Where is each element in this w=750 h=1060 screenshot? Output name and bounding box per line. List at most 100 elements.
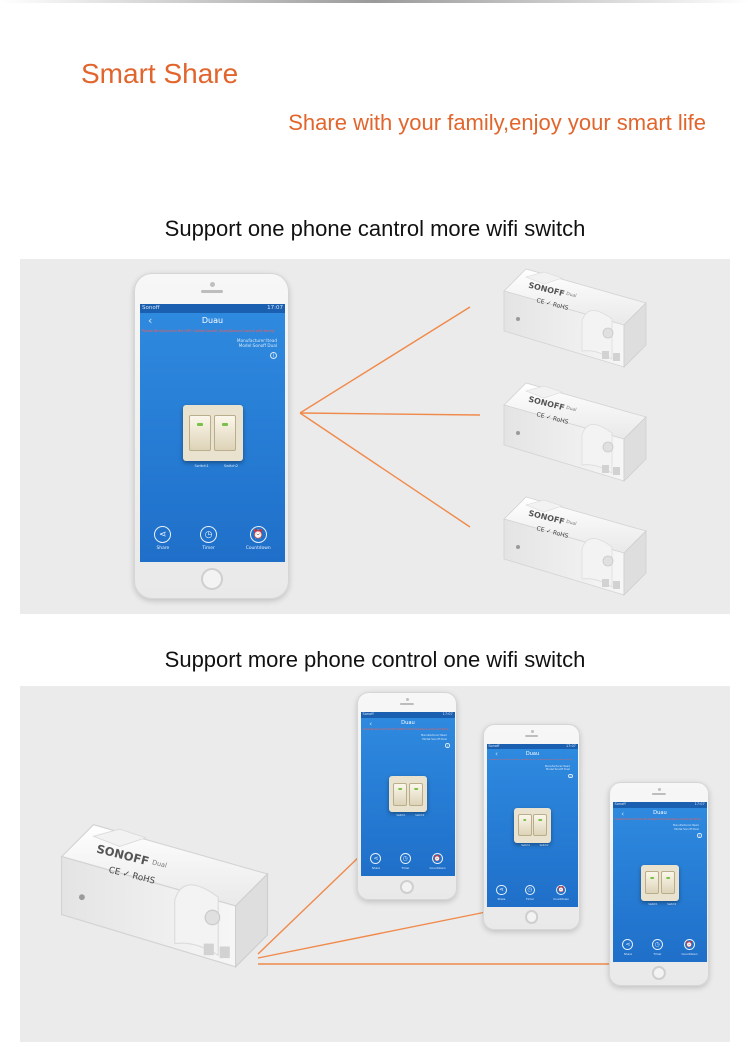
device-info: Manufacturer:Itead Model:Sonoff Dual — [421, 733, 447, 741]
status-bar-app: Sonoff — [362, 712, 374, 717]
share-button[interactable]: ⋖ Share — [370, 853, 382, 870]
manufacturer-text: Manufacturer:Itead — [236, 338, 277, 343]
sonoff-device-illustration — [60, 824, 269, 969]
section-heading-more-phones: Support more phone control one wifi swit… — [164, 647, 586, 672]
info-icon[interactable]: i — [568, 773, 573, 779]
timer-button[interactable]: ◷ Timer — [399, 853, 411, 871]
home-button[interactable] — [200, 568, 223, 590]
device-name: Duau — [653, 809, 667, 816]
phone: Sonoff 17:07 ‹ Duau Please Bind/Connect … — [483, 724, 580, 930]
app-bar: ‹ Duau — [613, 809, 707, 818]
notice-text: Please Bind/Connect the APP, Go/Net Sono… — [142, 329, 275, 333]
countdown-label: Countdown — [681, 952, 698, 957]
back-arrow-icon[interactable]: ‹ — [621, 808, 625, 818]
timer-icon: ◷ — [399, 853, 411, 865]
phone-camera — [530, 730, 534, 734]
share-button[interactable]: ⋖ Share — [622, 939, 634, 957]
sonoff-switch-device: SONOFF Dual CE ✓ RoHS — [496, 491, 656, 601]
switch1-label: Switch1 — [194, 463, 209, 468]
switch1-label: Switch1 — [521, 844, 531, 848]
phone: Sonoff 17:07 ‹ Duau Please Bind/Connect … — [609, 782, 709, 986]
home-button[interactable] — [651, 965, 667, 980]
info-icon[interactable]: i — [697, 833, 702, 839]
countdown-label: Countdown — [553, 897, 569, 902]
share-icon: ⋖ — [154, 526, 172, 543]
wall-switch — [388, 776, 428, 813]
notice-text: Please Bind/Connect the APP, Go/Net Sono… — [363, 728, 449, 732]
app-screen: Sonoff 17:07 ‹ Duau Please Bind/Connect … — [361, 712, 455, 877]
phone-speaker — [399, 703, 415, 706]
status-bar-app: Sonoff — [614, 802, 626, 807]
back-arrow-icon[interactable]: ‹ — [369, 718, 373, 728]
share-label: Share — [497, 897, 506, 902]
switch2-toggle[interactable] — [214, 414, 236, 451]
switch2-label: Switch2 — [415, 814, 425, 818]
info-icon[interactable]: i — [445, 743, 450, 749]
switch2-toggle[interactable] — [660, 871, 676, 895]
timer-icon: ◷ — [200, 526, 218, 543]
share-button[interactable]: ⋖ Share — [496, 884, 507, 902]
timer-icon: ◷ — [651, 939, 663, 951]
app-bar: ‹ Duau — [361, 719, 455, 728]
status-bar: Sonoff 17:07 — [361, 712, 455, 719]
timer-button[interactable]: ◷ Timer — [651, 939, 663, 956]
manufacturer-text: Manufacturer:Itead — [673, 823, 699, 828]
timer-label: Timer — [401, 866, 410, 871]
section-heading-one-phone: Support one phone cantrol more wifi swit… — [164, 216, 586, 241]
connection-line — [299, 412, 481, 416]
back-arrow-icon[interactable]: ‹ — [495, 750, 498, 759]
countdown-label: Countdown — [429, 866, 446, 871]
wall-switch — [640, 864, 680, 901]
switch2-label: Switch2 — [539, 844, 549, 848]
app-screen: Sonoff 17:07 ‹ Duau Please Bind/Connect … — [487, 743, 578, 908]
countdown-icon: ⏰ — [249, 526, 267, 543]
timer-label: Timer — [526, 897, 534, 902]
countdown-label: Countdown — [245, 546, 271, 551]
sonoff-device-illustration — [503, 382, 647, 482]
app-bar: ‹ Duau — [140, 314, 285, 328]
home-button[interactable] — [524, 910, 539, 924]
back-arrow-icon[interactable]: ‹ — [148, 314, 153, 327]
status-bar: Sonoff 17:07 — [487, 743, 578, 750]
connection-lines — [257, 853, 610, 965]
app-screen: Sonoff 17:07 ‹ Duau Please Bind/Connect … — [613, 802, 707, 963]
device-info: Manufacturer:Itead Model:Sonoff Dual — [237, 338, 277, 349]
switch1-toggle[interactable] — [644, 871, 659, 895]
model-text: Model:Sonoff Dual — [546, 768, 570, 772]
sonoff-switch-device: SONOFF Dual CE ✓ RoHS — [50, 816, 282, 976]
phone-camera — [209, 282, 215, 287]
timer-button[interactable]: ◷ Timer — [524, 884, 536, 902]
phone-speaker — [524, 735, 539, 737]
countdown-button[interactable]: ⏰ Countdown — [429, 853, 445, 870]
switch2-toggle[interactable] — [408, 782, 424, 806]
share-icon: ⋖ — [496, 884, 507, 896]
countdown-button[interactable]: ⏰ Countdown — [246, 526, 271, 551]
home-button[interactable] — [399, 879, 415, 894]
phone: Sonoff 17:07 ‹ Duau Please Bind/Connect … — [357, 692, 457, 900]
status-bar-app: Sonoff — [142, 305, 160, 311]
countdown-button[interactable]: ⏰ Countdown — [553, 884, 569, 902]
phone-speaker — [651, 793, 667, 796]
phone-camera — [658, 788, 662, 792]
app-bar: ‹ Duau — [487, 750, 578, 759]
timer-label: Timer — [202, 546, 215, 551]
status-bar-app: Sonoff — [488, 743, 500, 748]
countdown-button[interactable]: ⏰ Countdown — [681, 939, 697, 956]
switch1-toggle[interactable] — [189, 414, 211, 451]
manufacturer-text: Manufacturer:Itead — [544, 765, 570, 769]
app-toolbar: ⋖ Share ◷ Timer ⏰ Countdown — [140, 526, 285, 551]
one-phone-panel: Sonoff 17:07 ‹ Duau Please Bind/Connect … — [20, 259, 730, 614]
countdown-icon: ⏰ — [555, 884, 567, 896]
sonoff-device-illustration — [503, 268, 647, 368]
switch2-toggle[interactable] — [533, 813, 548, 837]
switch1-toggle[interactable] — [517, 813, 532, 837]
info-icon[interactable]: i — [270, 352, 277, 359]
share-label: Share — [623, 952, 633, 957]
status-bar-time: 17:07 — [694, 802, 705, 807]
share-button[interactable]: ⋖ Share — [154, 526, 172, 551]
timer-button[interactable]: ◷ Timer — [200, 526, 218, 551]
app-toolbar: ⋖ Share ◷ Timer ⏰ Countdown — [613, 939, 707, 956]
switch1-toggle[interactable] — [392, 782, 407, 806]
app-toolbar: ⋖ Share ◷ Timer ⏰ Countdown — [361, 853, 455, 870]
model-text: Model:Sonoff Dual — [238, 343, 277, 349]
